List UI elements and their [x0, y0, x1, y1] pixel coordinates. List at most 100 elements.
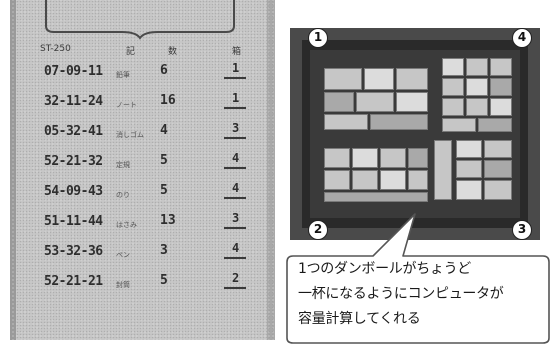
packed-box-photo: 1 4 2 3 — [290, 28, 540, 240]
slip-box-number: 4 — [232, 181, 240, 195]
slip-item-qty: 5 — [160, 273, 168, 288]
packed-item — [364, 68, 394, 90]
packed-item — [324, 92, 354, 112]
slip-box-underline — [224, 167, 246, 169]
packed-item — [478, 118, 512, 132]
slip-box-number: 1 — [232, 91, 240, 105]
slip-item-qty: 5 — [160, 183, 168, 198]
packed-item — [380, 170, 406, 190]
packed-item — [324, 68, 362, 90]
callout-bubble — [286, 213, 550, 344]
packed-item — [484, 140, 512, 158]
slip-item-qty: 16 — [160, 93, 176, 108]
packed-item — [442, 98, 464, 116]
slip-item-note: のり — [116, 191, 130, 199]
slip-item-qty: 3 — [160, 243, 168, 258]
packed-item — [466, 98, 488, 116]
slip-header-right: 数 — [168, 47, 178, 57]
slip-box-number: 3 — [232, 211, 240, 225]
packed-item — [356, 92, 394, 112]
packing-slip-photo: ST-250 記 数 箱 07-09-11 鉛筆 6 1 32-11-24 ノー… — [10, 0, 275, 340]
packed-item — [456, 180, 482, 200]
slip-item-code: 05-32-41 — [44, 124, 103, 139]
packed-item — [442, 78, 464, 96]
packed-item — [396, 92, 428, 112]
corner-label-3: 3 — [512, 220, 532, 240]
slip-box-underline — [224, 287, 246, 289]
slip-row: 05-32-41 消しゴム 4 3 — [36, 118, 264, 148]
slip-box-underline — [224, 107, 246, 109]
packed-item — [380, 148, 406, 168]
slip-box-underline — [224, 77, 246, 79]
slip-item-code: 51-11-44 — [44, 214, 103, 229]
slip-header-far: 箱 — [232, 47, 242, 57]
slip-header-mid: 記 — [126, 47, 136, 57]
slip-paper-texture — [10, 0, 275, 340]
slip-item-note: ノート — [116, 101, 137, 109]
slip-row: 32-11-24 ノート 16 1 — [36, 88, 264, 118]
packed-item — [434, 140, 452, 200]
packed-item — [408, 170, 428, 190]
slip-box-underline — [224, 227, 246, 229]
slip-box-number: 4 — [232, 241, 240, 255]
slip-row: 52-21-32 定規 5 4 — [36, 148, 264, 178]
slip-row: 53-32-36 ペン 3 4 — [36, 238, 264, 268]
packed-item — [442, 118, 476, 132]
slip-item-note: 定規 — [116, 161, 130, 169]
slip-row: 51-11-44 はさみ 13 3 — [36, 208, 264, 238]
slip-item-note: 封筒 — [116, 281, 130, 289]
box-inner-area — [310, 50, 520, 218]
slip-box-number: 4 — [232, 151, 240, 165]
packed-item — [408, 148, 428, 168]
packed-item — [490, 58, 512, 76]
slip-box-underline — [224, 257, 246, 259]
slip-box-number: 2 — [232, 271, 240, 285]
slip-item-qty: 6 — [160, 63, 168, 78]
packed-item — [442, 58, 464, 76]
callout-line: 1つのダンボールがちょうど — [298, 261, 472, 277]
slip-box-underline — [224, 137, 246, 139]
slip-item-note: はさみ — [116, 221, 137, 229]
slip-item-code: 32-11-24 — [44, 94, 103, 109]
slip-box-number: 3 — [232, 121, 240, 135]
slip-item-code: 07-09-11 — [44, 64, 103, 79]
packed-item — [484, 180, 512, 200]
packed-item — [456, 140, 482, 158]
packed-item — [466, 78, 488, 96]
slip-header-left: ST-250 — [40, 44, 71, 54]
packed-item — [324, 114, 368, 130]
corner-label-2: 2 — [308, 220, 328, 240]
packed-item — [324, 170, 350, 190]
packed-item — [324, 148, 350, 168]
packed-item — [324, 192, 428, 202]
slip-row: 54-09-43 のり 5 4 — [36, 178, 264, 208]
slip-top-bracket — [45, 0, 235, 40]
slip-item-note: 消しゴム — [116, 131, 144, 139]
slip-item-note: ペン — [116, 251, 130, 259]
callout-line: 容量計算してくれる — [298, 311, 421, 327]
callout-text: 1つのダンボールがちょうど 一杯になるようにコンピュータが 容量計算してくれる — [298, 257, 543, 332]
slip-item-qty: 13 — [160, 213, 176, 228]
slip-item-qty: 5 — [160, 153, 168, 168]
packed-item — [490, 98, 512, 116]
slip-item-code: 53-32-36 — [44, 244, 103, 259]
packed-item — [370, 114, 428, 130]
slip-row: 52-21-21 封筒 5 2 — [36, 268, 264, 298]
packed-item — [396, 68, 428, 90]
slip-item-code: 52-21-21 — [44, 274, 103, 289]
slip-item-code: 54-09-43 — [44, 184, 103, 199]
packed-item — [352, 148, 378, 168]
packed-item — [352, 170, 378, 190]
packed-item — [456, 160, 482, 178]
slip-box-number: 1 — [232, 61, 240, 75]
callout-line: 一杯になるようにコンピュータが — [298, 286, 504, 302]
slip-item-note: 鉛筆 — [116, 71, 130, 79]
packed-item — [466, 58, 488, 76]
slip-item-qty: 4 — [160, 123, 168, 138]
slip-item-code: 52-21-32 — [44, 154, 103, 169]
slip-row: 07-09-11 鉛筆 6 1 — [36, 58, 264, 88]
slip-header: ST-250 記 数 箱 — [40, 44, 260, 57]
corner-label-4: 4 — [512, 28, 532, 48]
corner-label-1: 1 — [308, 28, 328, 48]
slip-box-underline — [224, 197, 246, 199]
